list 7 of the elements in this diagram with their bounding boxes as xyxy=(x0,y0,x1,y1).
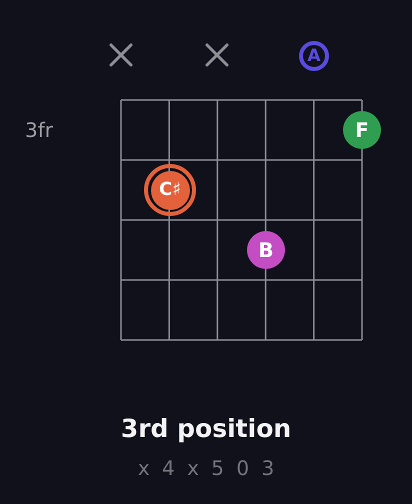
fret-number-label: 3fr xyxy=(25,120,53,140)
fingering-caption: x 4 x 5 0 3 xyxy=(136,458,278,478)
finger-dot: F xyxy=(343,111,381,149)
finger-dot: B xyxy=(247,231,285,269)
root-note-dot: C♯ xyxy=(144,164,196,216)
open-string-marker: A xyxy=(299,41,329,71)
chord-title: 3rd position xyxy=(120,416,292,441)
